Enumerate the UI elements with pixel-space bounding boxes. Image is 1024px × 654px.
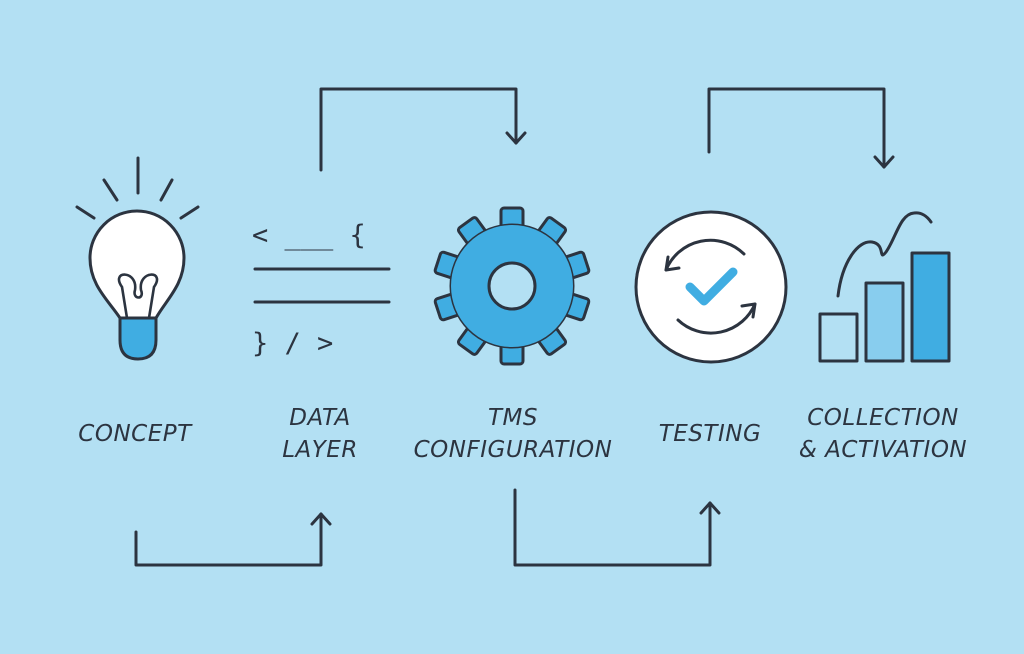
checkmark-icon	[685, 267, 738, 306]
lightbulb-icon	[75, 156, 200, 361]
trend-curve	[836, 211, 933, 298]
chart-bar-small	[818, 312, 859, 363]
step-label-line: TESTING	[658, 421, 762, 447]
bar-chart-icon	[818, 211, 951, 363]
step-label-line: LAYER	[282, 437, 358, 463]
step-label-concept: CONCEPT	[60, 418, 210, 450]
step-label-line: CONCEPT	[78, 421, 192, 447]
step-label-line: & ACTIVATION	[798, 437, 968, 463]
step-label-collection-activation: COLLECTION & ACTIVATION	[793, 402, 973, 466]
chart-bar-medium	[864, 281, 905, 363]
gear-hub	[487, 261, 537, 311]
step-label-data-layer: DATA LAYER	[245, 402, 395, 466]
chart-bar-large	[910, 251, 951, 363]
step-label-tms-configuration: TMS CONFIGURATION	[413, 402, 613, 466]
step-label-line: CONFIGURATION	[413, 437, 613, 463]
light-rays	[75, 156, 200, 220]
step-label-line: COLLECTION	[807, 405, 959, 431]
step-label-line: TMS	[488, 405, 538, 431]
code-icon: < ___ { } / >	[252, 220, 391, 359]
arrow-testing-to-collection	[707, 87, 895, 169]
arrow-concept-to-data-layer	[134, 512, 332, 567]
refresh-check-icon	[634, 210, 788, 364]
arrow-tms-to-testing	[513, 488, 721, 567]
connector-arrows	[134, 87, 895, 567]
code-icon-top-line: < ___ {	[252, 220, 366, 251]
step-label-line: DATA	[289, 405, 351, 431]
gear-icon	[433, 206, 591, 366]
arrow-data-layer-to-tms	[319, 87, 527, 172]
step-label-testing: TESTING	[635, 418, 785, 450]
code-icon-bottom-line: } / >	[252, 328, 333, 359]
